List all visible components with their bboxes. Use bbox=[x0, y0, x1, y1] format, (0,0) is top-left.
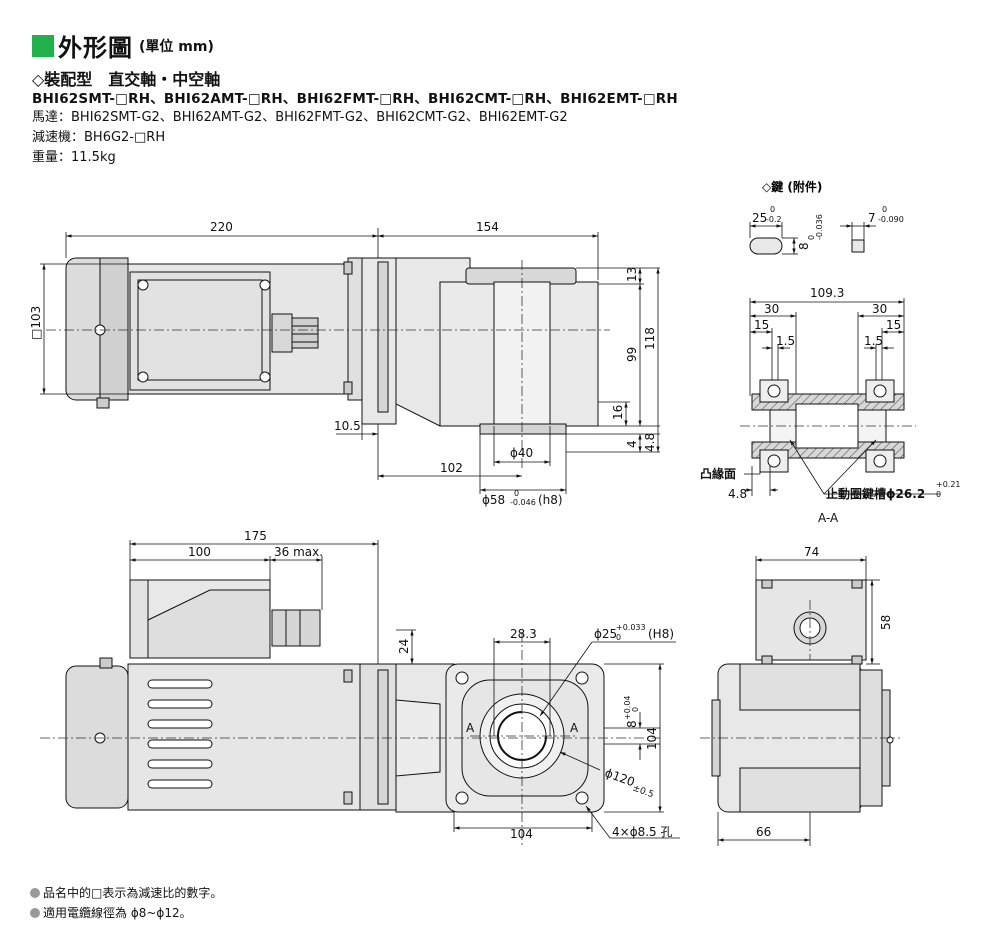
dim-phi58-tol-lower: -0.046 bbox=[510, 498, 536, 507]
top-view-dim-labels: 220 154 □103 13 99 118 16 4 4.8 10.5 102… bbox=[29, 220, 657, 507]
note-2-text: 適用電纜線徑為 ϕ8~ϕ12。 bbox=[43, 906, 192, 920]
retaining-groove-tol-upper: +0.21 bbox=[936, 480, 961, 489]
retaining-groove-tol-lower: 0 bbox=[936, 490, 941, 499]
section-mark-left: A bbox=[466, 721, 475, 735]
top-view-centerlines bbox=[46, 260, 610, 470]
dim-24: 24 bbox=[397, 639, 411, 654]
dim-10-5: 10.5 bbox=[334, 419, 361, 433]
dim-4: 4 bbox=[625, 440, 639, 448]
dim-36-max: 36 max. bbox=[274, 545, 323, 559]
key-dim-8-tol-upper: 0 bbox=[807, 235, 816, 240]
dim-103: □103 bbox=[29, 306, 43, 340]
weight-line: 重量：11.5kg bbox=[32, 150, 116, 165]
bullet-icon bbox=[30, 888, 40, 898]
section-label: A-A bbox=[818, 511, 839, 525]
sec-dim-30-left: 30 bbox=[764, 302, 779, 316]
side-view bbox=[711, 579, 894, 813]
motor-line: 馬達：BHI62SMT-G2、BHI62AMT-G2、BHI62FMT-G2、B… bbox=[32, 110, 568, 125]
dim-phi58-tol-upper: 0 bbox=[514, 489, 519, 498]
subtitle: ◇裝配型 直交軸・中空軸 bbox=[32, 70, 221, 89]
flange-face-label: 凸緣面 bbox=[700, 466, 736, 481]
dim-8: 8 bbox=[625, 720, 639, 728]
sec-dim-4-8: 4.8 bbox=[728, 487, 747, 501]
dim-holes: 4×ϕ8.5 孔 bbox=[612, 825, 673, 839]
front-view bbox=[65, 579, 605, 813]
dim-4-8: 4.8 bbox=[643, 433, 657, 452]
front-view-dimensions bbox=[129, 540, 680, 839]
key-dim-8: 8 bbox=[797, 242, 811, 250]
model-list: BHI62SMT-□RH、BHI62AMT-□RH、BHI62FMT-□RH、B… bbox=[32, 91, 678, 107]
note-1-text: 品名中的□表示為減速比的數字。 bbox=[43, 886, 223, 900]
side-view-dim-labels: 74 58 66 bbox=[756, 545, 893, 839]
section-mark-right: A bbox=[570, 721, 579, 735]
side-view-centerlines bbox=[700, 600, 900, 739]
dim-100: 100 bbox=[188, 545, 211, 559]
dim-104-vertical: 104 bbox=[645, 727, 659, 750]
dim-74: 74 bbox=[804, 545, 819, 559]
dim-phi120: ϕ120 bbox=[603, 766, 637, 790]
dim-102: 102 bbox=[440, 461, 463, 475]
unit-label: (單位 mm) bbox=[139, 38, 214, 55]
key-label: ◇鍵 (附件) bbox=[762, 179, 822, 194]
sec-dim-15-right: 15 bbox=[886, 318, 901, 332]
page-title: 外形圖 bbox=[58, 34, 133, 62]
dim-16: 16 bbox=[611, 405, 625, 420]
dim-99: 99 bbox=[625, 347, 639, 362]
key-dim-7-tol-lower: -0.090 bbox=[878, 215, 904, 224]
dim-phi25-tol-lower: 0 bbox=[616, 633, 621, 642]
note-1: 品名中的□表示為減速比的數字。 bbox=[30, 884, 222, 901]
dim-220: 220 bbox=[210, 220, 233, 234]
dim-58: 58 bbox=[879, 615, 893, 630]
sec-dim-109-3: 109.3 bbox=[810, 286, 844, 300]
key-dim-7: 7 bbox=[868, 211, 876, 225]
dim-28-3: 28.3 bbox=[510, 627, 537, 641]
sec-dim-1-5-left: 1.5 bbox=[776, 334, 795, 348]
dim-8-tol-upper: +0.04 bbox=[623, 695, 632, 720]
dim-phi120-tol: ±0.5 bbox=[631, 783, 655, 800]
title-marker-icon bbox=[32, 34, 54, 57]
key-dim-25: 25 bbox=[752, 211, 767, 225]
sec-dim-30-right: 30 bbox=[872, 302, 887, 316]
top-view-dimensions bbox=[40, 228, 660, 494]
dim-phi40: ϕ40 bbox=[510, 446, 533, 460]
dim-154: 154 bbox=[476, 220, 499, 234]
dim-phi58: ϕ58 bbox=[482, 493, 505, 507]
dim-phi25-fit: (H8) bbox=[648, 627, 674, 641]
dim-104-horizontal: 104 bbox=[510, 827, 533, 841]
key-detail: ◇鍵 (附件) 25 0 -0.2 8 0 -0.036 7 0 -0.090 bbox=[749, 179, 904, 255]
dim-66: 66 bbox=[756, 825, 771, 839]
dim-13: 13 bbox=[625, 267, 639, 282]
dim-8-tol-lower: 0 bbox=[631, 707, 640, 712]
side-view-dimensions bbox=[717, 556, 880, 846]
dim-phi25: ϕ25 bbox=[594, 627, 617, 641]
key-dim-25-tol-upper: 0 bbox=[770, 205, 775, 214]
dim-175: 175 bbox=[244, 529, 267, 543]
top-view bbox=[65, 257, 599, 435]
bullet-icon bbox=[30, 908, 40, 918]
reducer-line: 減速機：BH6G2-□RH bbox=[32, 130, 166, 145]
sec-dim-1-5-right: 1.5 bbox=[864, 334, 883, 348]
retaining-groove-label: 止動圈鍵槽ϕ26.2 bbox=[826, 486, 925, 501]
front-view-centerlines bbox=[40, 632, 660, 846]
note-2: 適用電纜線徑為 ϕ8~ϕ12。 bbox=[30, 904, 192, 921]
dim-phi25-tol-upper: +0.033 bbox=[616, 623, 646, 632]
header: 外形圖 (單位 mm) bbox=[32, 28, 214, 63]
key-dim-8-tol: -0.036 bbox=[815, 214, 824, 240]
key-dim-25-tol-lower: -0.2 bbox=[766, 215, 782, 224]
dim-118: 118 bbox=[643, 327, 657, 350]
dim-phi58-fit: (h8) bbox=[538, 493, 563, 507]
sec-dim-15-left: 15 bbox=[754, 318, 769, 332]
section-aa: 109.3 30 30 15 15 1.5 1.5 凸緣面 4.8 止動圈鍵槽ϕ… bbox=[700, 286, 961, 525]
key-dim-7-tol-upper: 0 bbox=[882, 205, 887, 214]
